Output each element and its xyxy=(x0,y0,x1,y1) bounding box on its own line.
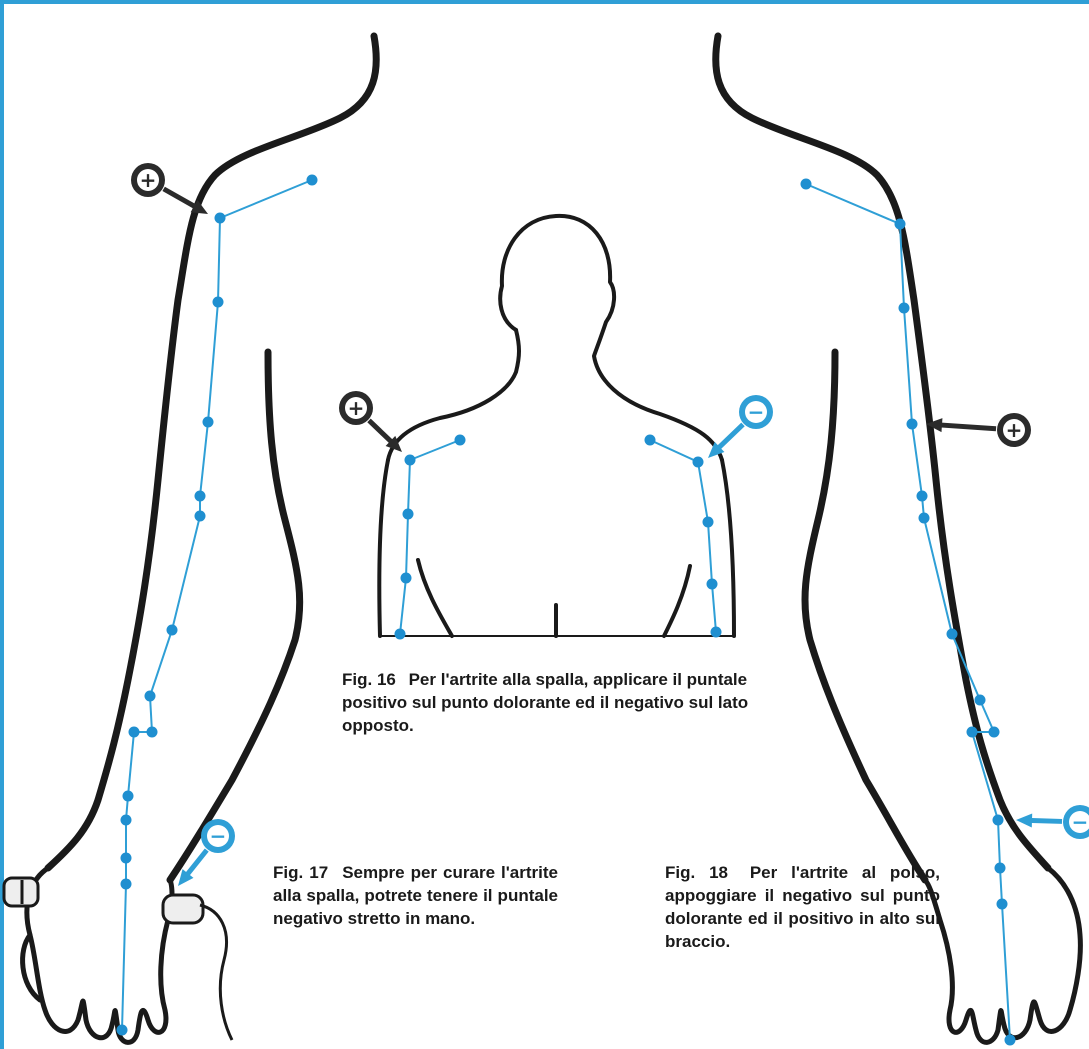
positive-electrode-marker: + xyxy=(926,413,1031,447)
torso-left-meridian-point xyxy=(455,435,466,446)
torso-right-side xyxy=(722,460,734,636)
head-outline-left xyxy=(388,330,519,460)
left-arm-meridian-point xyxy=(117,1025,128,1036)
minus-icon: − xyxy=(748,400,765,424)
head-outline xyxy=(500,216,722,460)
torso-left-side xyxy=(379,460,388,636)
left-arm-meridian-point xyxy=(121,853,132,864)
left-arm-meridian-point xyxy=(167,625,178,636)
torso-right-meridian-point xyxy=(645,435,656,446)
left-arm-meridian-point xyxy=(215,213,226,224)
right-arm-meridian-point xyxy=(947,629,958,640)
left-arm-inner-outline xyxy=(170,352,300,880)
left-arm-meridian-point xyxy=(195,491,206,502)
left-shoulder-neck-outline xyxy=(48,36,376,868)
caption-fig-16: Fig. 16 Per l'artrite alla spalla, appli… xyxy=(342,668,772,737)
left-arm-meridian-point xyxy=(203,417,214,428)
left-arm-meridian-point xyxy=(147,727,158,738)
caption-fig-17-label: Fig. 17 xyxy=(273,863,328,882)
torso-right-meridian-point xyxy=(707,579,718,590)
right-arm-meridian-point xyxy=(989,727,1000,738)
electrode-arrow-shaft xyxy=(369,420,393,443)
left-hand-outline xyxy=(27,868,172,1042)
torso-left-meridian xyxy=(400,440,460,634)
torso-right-meridian-point xyxy=(711,627,722,638)
right-arm-meridian-point xyxy=(967,727,978,738)
right-arm-meridian-point xyxy=(917,491,928,502)
positive-electrode-marker: + xyxy=(131,163,208,214)
right-hand-outline xyxy=(925,868,1080,1042)
torso-left-meridian-point xyxy=(403,509,414,520)
held-probe-left xyxy=(4,878,38,906)
left-arm-meridian-point xyxy=(145,691,156,702)
plus-icon: + xyxy=(1006,418,1023,442)
right-arm-meridian-point xyxy=(993,815,1004,826)
torso-left-meridian-point xyxy=(395,629,406,640)
right-arm-meridian-point xyxy=(895,219,906,230)
right-hand xyxy=(925,868,1080,1042)
left-arm-meridian-point xyxy=(121,815,132,826)
plus-icon: + xyxy=(348,396,365,420)
right-arm-inner-outline xyxy=(805,352,925,880)
torso-right-meridian-point xyxy=(693,457,704,468)
right-arm-meridian-point xyxy=(997,899,1008,910)
caption-fig-18: Fig. 18 Per l'artrite al polso, appoggia… xyxy=(665,861,940,953)
right-arm-figure xyxy=(716,36,1048,880)
left-hand xyxy=(23,868,172,1042)
positive-electrode-marker: + xyxy=(339,391,402,452)
electrode-arrow-shaft xyxy=(938,425,996,429)
torso-right-meridian xyxy=(650,440,716,632)
right-arm-meridian-point xyxy=(801,179,812,190)
electrode-arrow-shaft xyxy=(717,424,743,449)
torso-figure xyxy=(379,216,734,636)
negative-electrode-marker: − xyxy=(708,395,773,458)
left-arm-meridian-point xyxy=(129,727,140,738)
left-arm-meridian-point xyxy=(307,175,318,186)
negative-electrode-marker: − xyxy=(1016,805,1089,839)
minus-icon: − xyxy=(210,824,227,848)
right-arm-meridian-point xyxy=(919,513,930,524)
left-arm-meridian-point xyxy=(121,879,132,890)
left-arm-meridian-point xyxy=(123,791,134,802)
torso-left-meridian-point xyxy=(401,573,412,584)
right-arm-meridian-point xyxy=(907,419,918,430)
left-arm-figure xyxy=(48,36,376,880)
electrode-arrow-shaft xyxy=(1028,820,1062,821)
torso-left-armpit xyxy=(418,560,452,636)
torso-right-meridian-point xyxy=(703,517,714,528)
right-arm-meridian-point xyxy=(995,863,1006,874)
right-arm-meridian-point xyxy=(1005,1035,1016,1046)
left-arm-meridian-point xyxy=(195,511,206,522)
right-arm-meridian-point xyxy=(975,695,986,706)
probe-with-cable xyxy=(163,895,232,1040)
caption-fig-17: Fig. 17 Sempre per curare l'artrite alla… xyxy=(273,861,558,930)
right-shoulder-neck-outline xyxy=(716,36,1048,868)
electrode-arrow-head xyxy=(1016,814,1032,828)
plus-icon: + xyxy=(140,168,157,192)
electrode-arrow-shaft xyxy=(164,189,198,208)
right-arm-meridian-point xyxy=(899,303,910,314)
caption-fig-16-text: Per l'artrite alla spalla, applicare il … xyxy=(342,670,748,735)
left-arm-meridian-point xyxy=(213,297,224,308)
caption-fig-18-label: Fig. 18 xyxy=(665,863,728,882)
torso-right-armpit xyxy=(664,566,690,636)
torso-left-meridian-point xyxy=(405,455,416,466)
caption-fig-16-label: Fig. 16 xyxy=(342,670,396,689)
minus-icon: − xyxy=(1072,810,1089,834)
